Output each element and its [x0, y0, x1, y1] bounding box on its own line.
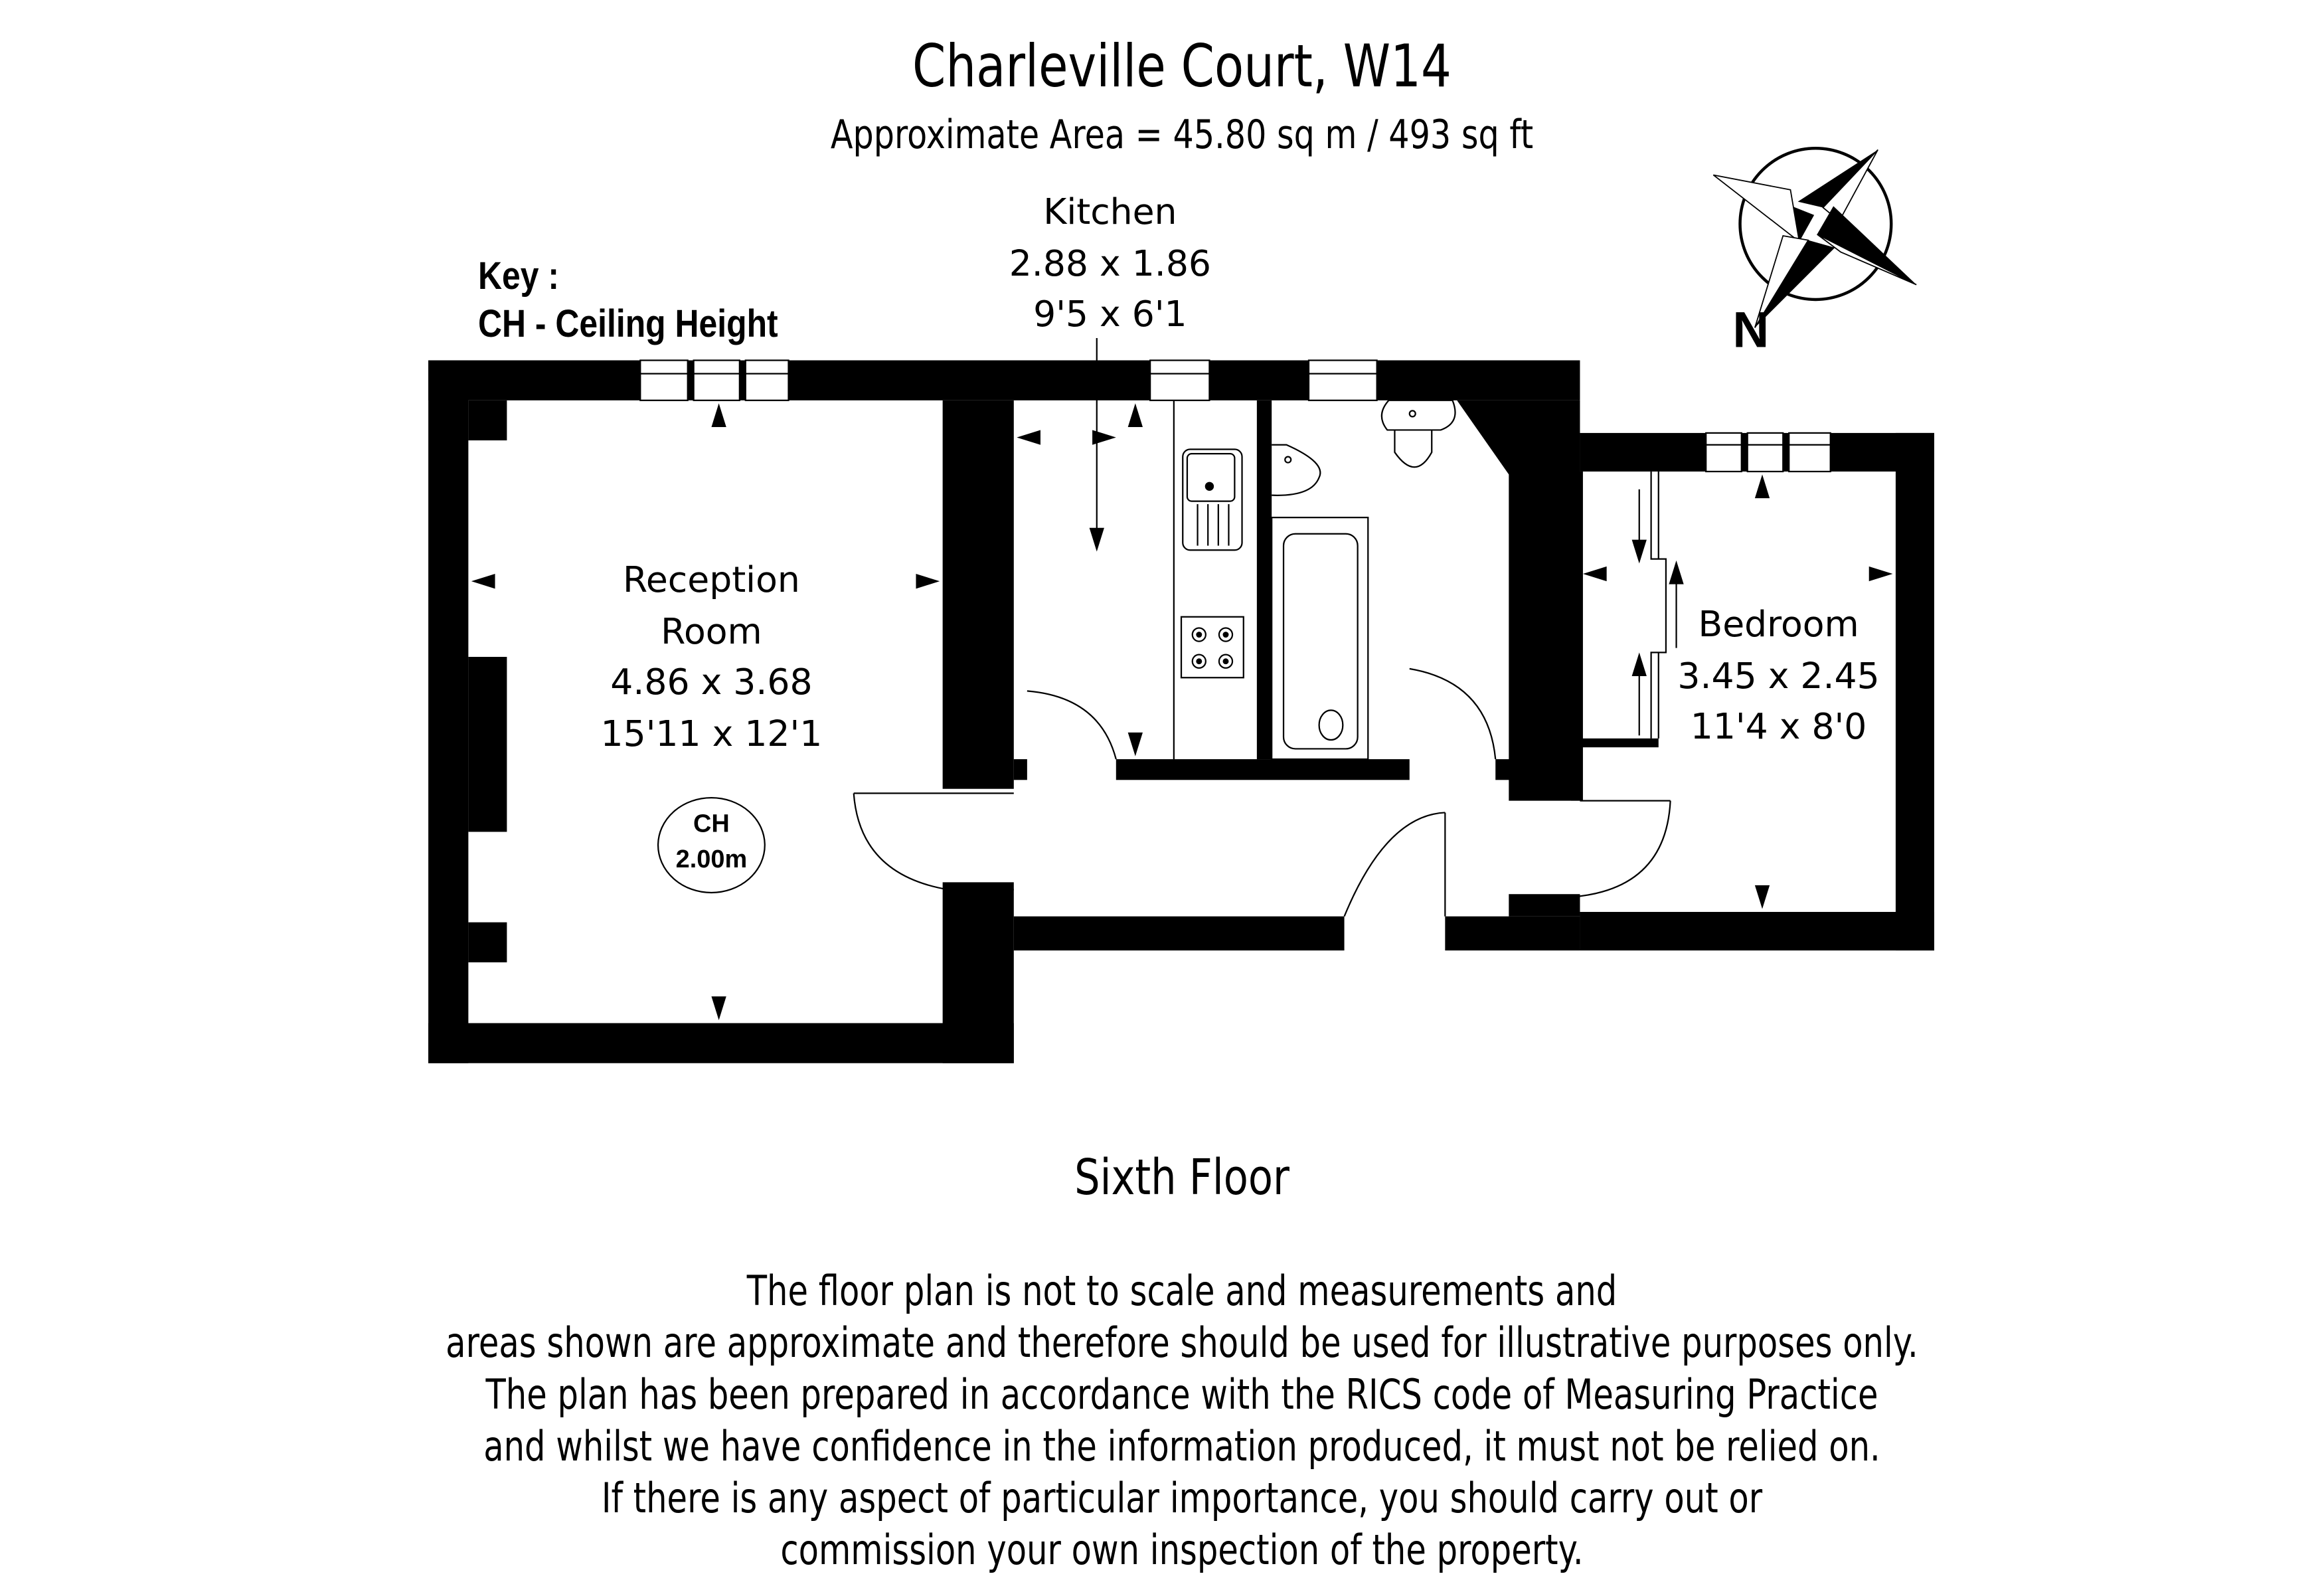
dimension-arrows: [471, 338, 1893, 1020]
room-kitchen: Kitchen 2.88 x 1.86 9'5 x 6'1: [1009, 191, 1211, 335]
ch-label: CH: [693, 810, 730, 838]
room-reception: Reception Room 4.86 x 3.68 15'11 x 12'1: [601, 559, 823, 754]
disclaimer-line: The floor plan is not to scale and measu…: [746, 1267, 1618, 1315]
windows: [639, 359, 1831, 473]
ceiling-height-marker: CH 2.00m: [657, 796, 766, 894]
room-imperial: 9'5 x 6'1: [1033, 293, 1187, 335]
disclaimer: The floor plan is not to scale and measu…: [236, 1265, 2127, 1576]
sink-icon: [1182, 448, 1243, 551]
plan-title: Charleville Court, W14: [912, 32, 1452, 100]
disclaimer-line: areas shown are approximate and therefor…: [446, 1318, 1918, 1367]
room-name: Bedroom: [1698, 603, 1859, 645]
key-entry-ceiling-height: CH - Ceiling Height: [478, 302, 778, 345]
room-imperial: 15'11 x 12'1: [601, 713, 823, 754]
key-legend: Key : CH - Ceiling Height: [478, 252, 778, 348]
disclaimer-line: If there is any aspect of particular imp…: [601, 1474, 1763, 1522]
walls: [428, 360, 1934, 1063]
room-metric: 4.86 x 3.68: [610, 661, 812, 703]
disclaimer-line: commission your own inspection of the pr…: [780, 1526, 1584, 1574]
wardrobe: [1650, 471, 1667, 739]
ch-value: 2.00m: [676, 845, 748, 873]
room-bedroom: Bedroom 3.45 x 2.45 11'4 x 8'0: [1677, 603, 1879, 747]
bathroom-fixtures: [1271, 399, 1456, 760]
approximate-area: Approximate Area = 45.80 sq m / 493 sq f…: [830, 112, 1534, 158]
kitchen-fixtures: [1173, 400, 1244, 760]
doors: [853, 667, 1671, 917]
room-imperial: 11'4 x 8'0: [1691, 705, 1867, 747]
room-name: Reception: [623, 559, 800, 600]
room-name: Kitchen: [1043, 191, 1177, 232]
hob-icon: [1180, 616, 1244, 679]
room-name-line2: Room: [661, 610, 762, 652]
floor-label: Sixth Floor: [1074, 1149, 1289, 1206]
bath-icon: [1271, 517, 1369, 760]
toilet-icon: [1380, 399, 1456, 431]
room-metric: 2.88 x 1.86: [1009, 242, 1211, 284]
compass-rose-icon: [1712, 147, 1917, 328]
room-metric: 3.45 x 2.45: [1677, 655, 1879, 697]
north-label: N: [1732, 302, 1769, 358]
disclaimer-line: The plan has been prepared in accordance…: [485, 1370, 1878, 1419]
disclaimer-line: and whilst we have confidence in the inf…: [483, 1422, 1880, 1470]
basin-icon: [1272, 444, 1321, 496]
key-heading: Key :: [478, 254, 559, 298]
